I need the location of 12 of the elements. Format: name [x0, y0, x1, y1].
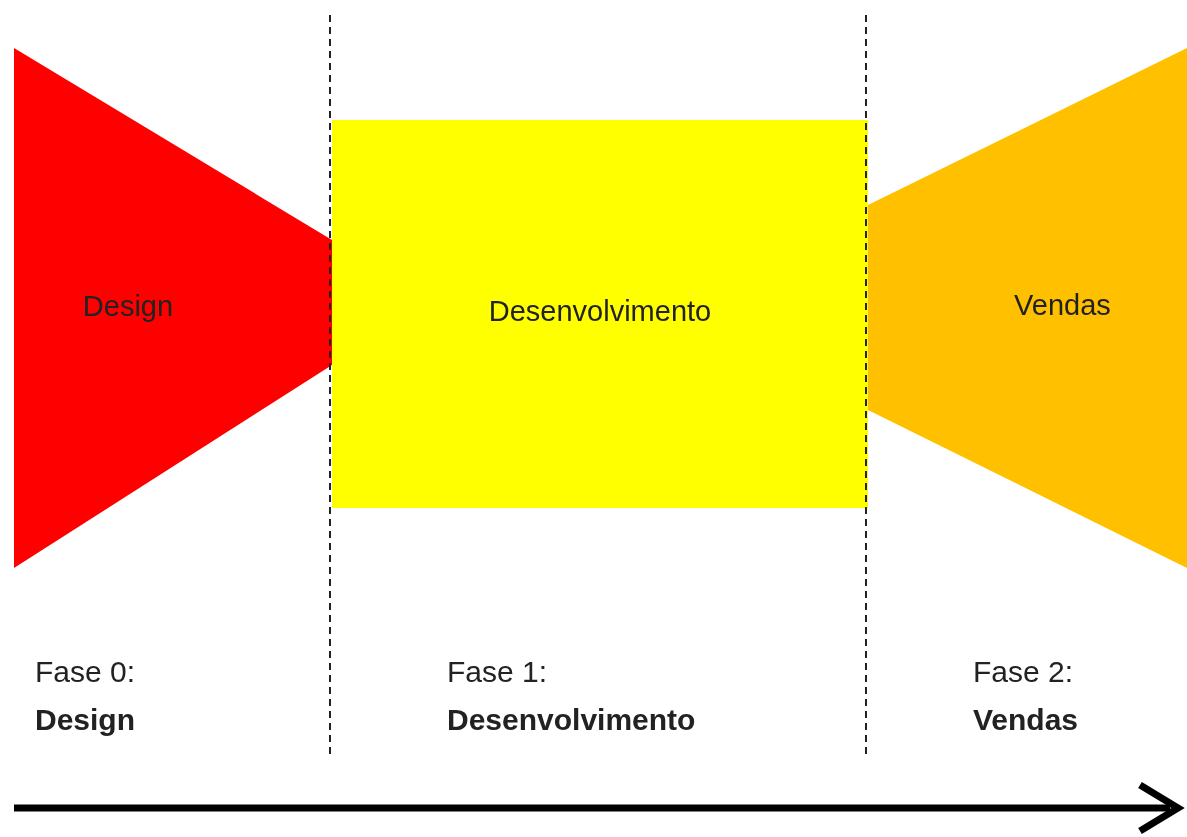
- phase-number: Fase 1:: [447, 655, 548, 689]
- phase-number: Fase 2:: [973, 655, 1074, 689]
- node-label: Design: [82, 289, 174, 323]
- phase-name: Design: [35, 703, 136, 737]
- phase-number: Fase 0:: [35, 655, 136, 689]
- node-label: Vendas: [1014, 288, 1111, 322]
- phase-name: Vendas: [973, 703, 1079, 737]
- trapezoid-shape: [868, 48, 1187, 568]
- rectangle-shape: [332, 120, 868, 508]
- triangle-shape: [14, 48, 332, 568]
- node-label: Desenvolvimento: [488, 294, 712, 328]
- phase-name: Desenvolvimento: [447, 703, 696, 737]
